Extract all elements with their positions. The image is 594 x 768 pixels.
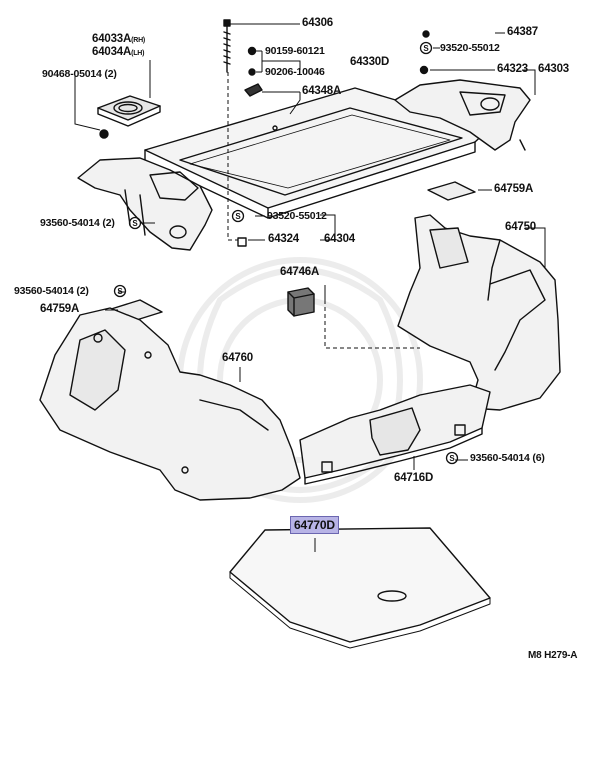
label-64760: 64760 [222,352,253,364]
label-64746a: 64746A [280,266,320,278]
label-64033a: 64033A(RH) [92,33,146,45]
label-64716d: 64716D [394,472,434,484]
left-side-trim-64760 [39,307,301,501]
label-64304: 64304 [324,233,355,245]
label-64323: 64323 [497,63,528,75]
screw-letter: S [235,212,241,221]
label-93560-54014-left1: 93560-54014 (2) [40,217,115,229]
label-64330d: 64330D [350,56,390,68]
label-64387: 64387 [507,26,538,38]
screw-symbols [113,41,459,465]
small-fasteners [99,30,430,247]
screw-symbol-icon [231,209,245,223]
bolt-64306 [223,19,231,73]
label-64770d-highlighted[interactable]: 64770D [290,516,339,534]
plug-64746a [287,287,315,317]
right-tray-bracket [394,79,531,151]
label-93560-54014-left2: 93560-54014 (2) [14,285,89,297]
leader-lines [74,23,546,552]
label-64306: 64306 [302,17,333,29]
screw-letter: S [423,44,429,53]
label-90468-05014: 90468-05014 (2) [42,68,117,80]
label-93520-55012-top: 93520-55012 [440,42,500,54]
label-64324: 64324 [268,233,299,245]
label-93560-54014-right: 93560-54014 (6) [470,452,545,464]
screw-symbol-icon [419,41,433,55]
label-90206-10046: 90206-10046 [265,66,325,78]
label-64034a: 64034A(LH) [92,46,145,58]
left-tray-bracket [77,157,213,251]
label-64759a-left: 64759A [40,303,80,315]
screw-symbol-icon [113,284,127,298]
screw-letter: S [132,219,138,228]
label-90159-60121: 90159-60121 [265,45,325,57]
trim-mat-64759a-right [427,181,476,201]
speaker-grill [97,95,161,127]
screw-letter: S [449,454,455,463]
label-64759a-right: 64759A [494,183,534,195]
label-64750: 64750 [505,221,536,233]
screw-symbol-icon [128,216,142,230]
screw-symbol-icon [445,451,459,465]
screw-letter: S [117,287,123,296]
label-64348a: 64348A [302,85,342,97]
right-side-trim-64750 [397,214,561,411]
floor-mat-64770d [229,527,491,649]
label-93520-55012-mid: 93520-55012 [267,210,327,222]
diagram-reference-code: M8 H279-A [528,650,578,661]
label-64303: 64303 [538,63,569,75]
rear-trim-64716d [299,384,491,485]
